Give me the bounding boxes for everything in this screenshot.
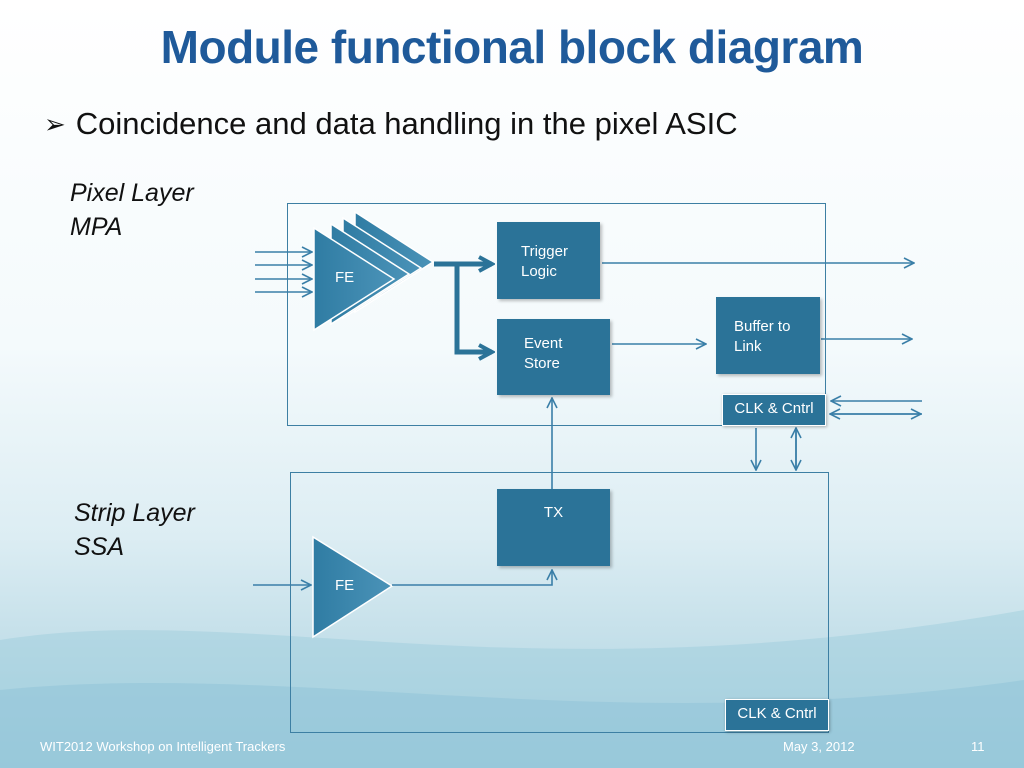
pixel-layer-label: Pixel Layer MPA	[70, 176, 194, 244]
pixel-fe-amplifiers	[313, 210, 435, 332]
fe-output-arrows	[434, 264, 492, 352]
strip-layer-label: Strip Layer SSA	[74, 496, 195, 564]
buffer-to-link-block: Buffer to Link	[716, 297, 820, 374]
strip-fe-to-tx-arrow	[392, 570, 552, 586]
tx-label: TX	[543, 504, 564, 521]
slide-title: Module functional block diagram	[160, 21, 864, 73]
bullet-text: Coincidence and data handling in the pix…	[75, 106, 738, 141]
trigger-logic-line2: Logic	[521, 263, 557, 280]
footer-page-number: 11	[971, 739, 985, 754]
pixel-fe-label: FE	[335, 269, 355, 286]
footer-event: WIT2012 Workshop on Intelligent Trackers	[40, 739, 286, 754]
fe-input-arrows	[255, 252, 312, 292]
strip-clk-cntrl-block: CLK & Cntrl	[725, 699, 829, 731]
pixel-layer-label-line2: MPA	[70, 213, 123, 241]
pixel-clk-cntrl-block: CLK & Cntrl	[722, 394, 826, 426]
tx-block: TX	[497, 489, 610, 566]
bullet-point: ➢ Coincidence and data handling in the p…	[44, 106, 738, 142]
strip-fe-triangle	[312, 535, 394, 639]
pixel-asic-frame	[287, 203, 826, 426]
event-store-line2: Store	[524, 355, 560, 372]
strip-asic-frame	[290, 472, 829, 733]
trigger-logic-block: Trigger Logic	[497, 222, 600, 299]
event-store-block: Event Store	[497, 319, 610, 395]
event-store-line1: Event	[524, 335, 563, 352]
trigger-logic-line1: Trigger	[521, 243, 568, 260]
fe-triangle-1	[313, 226, 396, 332]
pixel-layer-label-line1: Pixel Layer	[70, 179, 194, 207]
clk-io-arrows	[830, 401, 922, 414]
arrow-bullet-icon: ➢	[44, 108, 66, 139]
buffer-line1: Buffer to	[734, 318, 791, 335]
buffer-line2: Link	[734, 338, 762, 355]
footer-date: May 3, 2012	[783, 739, 855, 754]
strip-layer-label-line2: SSA	[74, 533, 125, 561]
strip-layer-label-line1: Strip Layer	[74, 499, 195, 527]
strip-fe-label: FE	[335, 577, 355, 594]
clk-vertical-arrows	[756, 428, 796, 470]
